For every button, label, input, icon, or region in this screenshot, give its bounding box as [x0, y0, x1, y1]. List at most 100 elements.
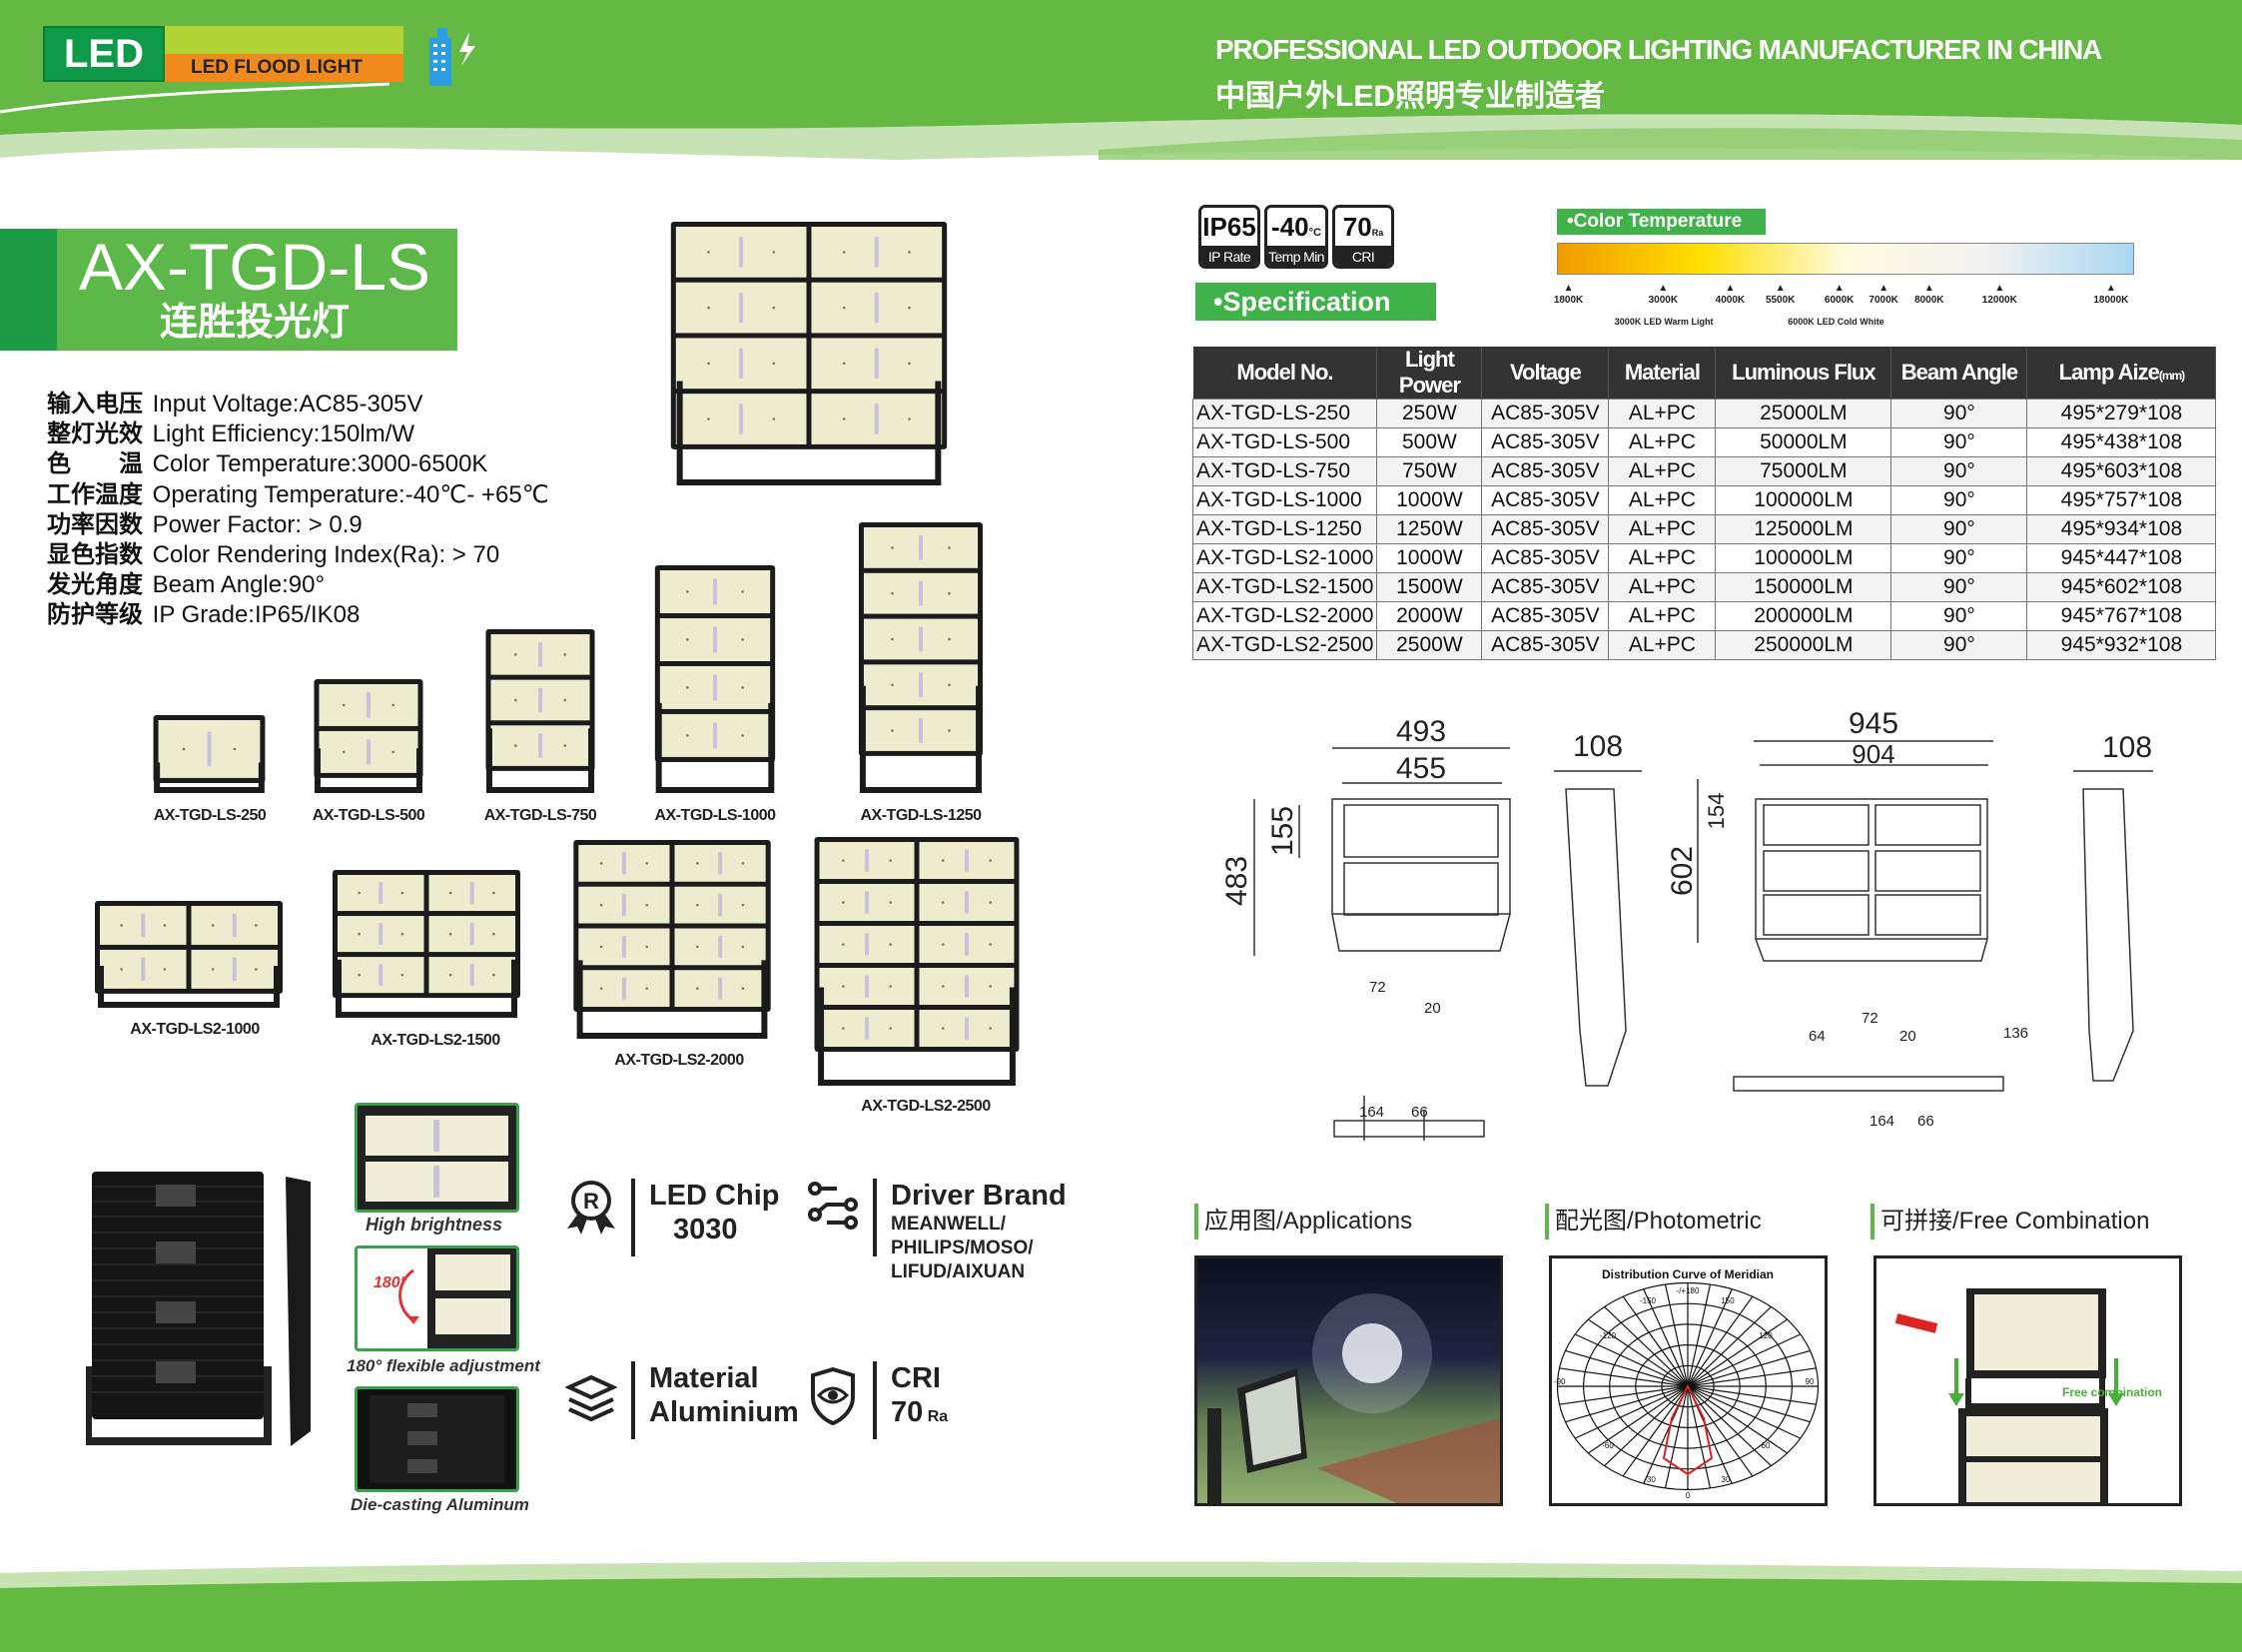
floodlight-drawing — [670, 222, 948, 485]
table-cell: AC85-305V — [1481, 630, 1610, 660]
dim2-b72: 72 — [1862, 1010, 1878, 1027]
led-chip-title: LED Chip — [649, 1180, 780, 1212]
table-cell: 750W — [1376, 456, 1483, 486]
table-cell: 945*932*108 — [2026, 630, 2217, 660]
photometric-angle-label: -150 — [1640, 1296, 1657, 1305]
single-side-view — [1554, 770, 1642, 1087]
ct-tick: ▲8000K — [1914, 283, 1944, 306]
table-cell: 1000W — [1376, 485, 1483, 515]
divider — [873, 1361, 877, 1439]
table-cell: 250000LM — [1715, 630, 1892, 660]
col-header: Beam Angle — [1890, 347, 2028, 400]
warm-note: 3000K LED Warm Light — [1614, 317, 1714, 327]
table-cell: 75000LM — [1715, 456, 1892, 486]
dim2-b20: 20 — [1899, 1028, 1916, 1045]
flex-angle-label: 180° — [374, 1274, 407, 1291]
layers-icon — [565, 1374, 617, 1422]
spec-en: Beam Angle:90° — [152, 571, 326, 599]
table-cell: 1000W — [1376, 543, 1483, 573]
table-cell: 200000LM — [1715, 601, 1892, 631]
divider — [873, 1179, 877, 1256]
specification-heading: •Specification — [1195, 283, 1436, 321]
photometric-angle-label: -120 — [1600, 1331, 1617, 1340]
ct-tick: ▲3000K — [1648, 283, 1679, 306]
table-cell: AL+PC — [1608, 427, 1717, 457]
spec-item: 输入电压 Input Voltage:AC85-305V — [47, 390, 549, 419]
dim-depth: 108 — [1573, 730, 1623, 763]
tagline-cn: 中国户外LED照明专业制造者 — [1215, 80, 1605, 113]
product-back-view — [86, 1172, 311, 1446]
dim2-depth: 108 — [2102, 731, 2152, 764]
title-accent — [0, 229, 57, 351]
flexible-caption: 180° flexible adjustment — [347, 1356, 540, 1375]
die-casting-image — [355, 1386, 519, 1492]
badge-value: -40 — [1271, 212, 1309, 242]
badge-unit: Ra — [1371, 228, 1384, 238]
table-cell: 2000W — [1376, 601, 1483, 631]
dim2-height: 602 — [1666, 846, 1699, 896]
table-cell: 495*934*108 — [2026, 514, 2217, 544]
divider — [631, 1179, 635, 1256]
table-cell: AL+PC — [1608, 572, 1717, 602]
applications-heading: 应用图/Applications — [1194, 1204, 1412, 1239]
led-chip-value: 3030 — [673, 1214, 738, 1245]
table-cell: AC85-305V — [1481, 399, 1610, 428]
registered-award-icon: R — [567, 1181, 615, 1235]
logo-led: LED — [43, 26, 165, 82]
driver-title: Driver Brand — [891, 1180, 1067, 1212]
table-cell: 125000LM — [1715, 514, 1892, 544]
spec-cn: 防护等级 — [47, 601, 143, 629]
combination-heading: 可拼接/Free Combination — [1870, 1204, 2149, 1239]
shield-eye-icon — [811, 1367, 855, 1426]
high-brightness-image — [355, 1103, 519, 1213]
high-brightness-caption: High brightness — [366, 1215, 503, 1235]
spec-item: 色 温 Color Temperature:3000-6500K — [47, 449, 549, 479]
color-temperature-gradient — [1557, 243, 2134, 275]
table-cell: 90° — [1890, 543, 2028, 573]
double-side-view — [2073, 770, 2153, 1082]
table-cell: 50000LM — [1715, 427, 1892, 457]
badge-value: IP65 — [1202, 212, 1256, 242]
ct-tick: ▲12000K — [1981, 283, 2017, 306]
logo-band — [165, 26, 403, 54]
dim-b20: 20 — [1424, 1000, 1441, 1017]
table-cell: 495*757*108 — [2026, 485, 2217, 515]
spec-en: IP Grade:IP65/IK08 — [152, 601, 361, 629]
material-feature: Material Aluminium — [565, 1361, 799, 1439]
footer-banner — [0, 1561, 2242, 1652]
dim-width-inner: 455 — [1396, 752, 1446, 785]
table-cell: 90° — [1890, 456, 2028, 486]
table-cell: AX-TGD-LS-750 — [1191, 456, 1378, 486]
spec-cn: 功率因数 — [47, 510, 143, 538]
badge-label: CRI — [1335, 246, 1391, 266]
material-title: Material — [649, 1362, 759, 1394]
led-chip-feature: R LED Chip 3030 — [565, 1179, 780, 1256]
table-cell: 90° — [1890, 427, 2028, 457]
color-temperature-scale: ▲1800K ▲3000K ▲4000K ▲5500K ▲6000K ▲7000… — [1554, 283, 2134, 333]
dim2-b64: 64 — [1809, 1028, 1826, 1045]
table-cell: 945*767*108 — [2026, 601, 2217, 631]
building-lightning-icon — [429, 28, 475, 86]
divider — [631, 1361, 635, 1439]
material-value: Aluminium — [649, 1396, 799, 1428]
dim-module: 155 — [1266, 806, 1299, 856]
spec-cn: 发光角度 — [47, 571, 143, 599]
spec-list: 输入电压 Input Voltage:AC85-305V 整灯光效 Light … — [47, 390, 549, 631]
driver-brand-feature: Driver Brand MEANWELL/ PHILIPS/MOSO/ LIF… — [807, 1179, 1067, 1284]
product-image-ls2-1000 — [89, 901, 289, 1009]
photometric-angle-label: -90 — [1554, 1377, 1566, 1386]
product-image-ls2-2500 — [808, 837, 1026, 1087]
table-cell: 25000LM — [1715, 399, 1892, 428]
table-cell: 100000LM — [1715, 543, 1892, 573]
floodlight-drawing — [858, 522, 984, 793]
driver-brand-line: LIFUD/AIXUAN — [891, 1261, 1026, 1282]
photometric-angle-label: 0 — [1686, 1491, 1691, 1500]
cri-value: 70 — [891, 1396, 924, 1428]
